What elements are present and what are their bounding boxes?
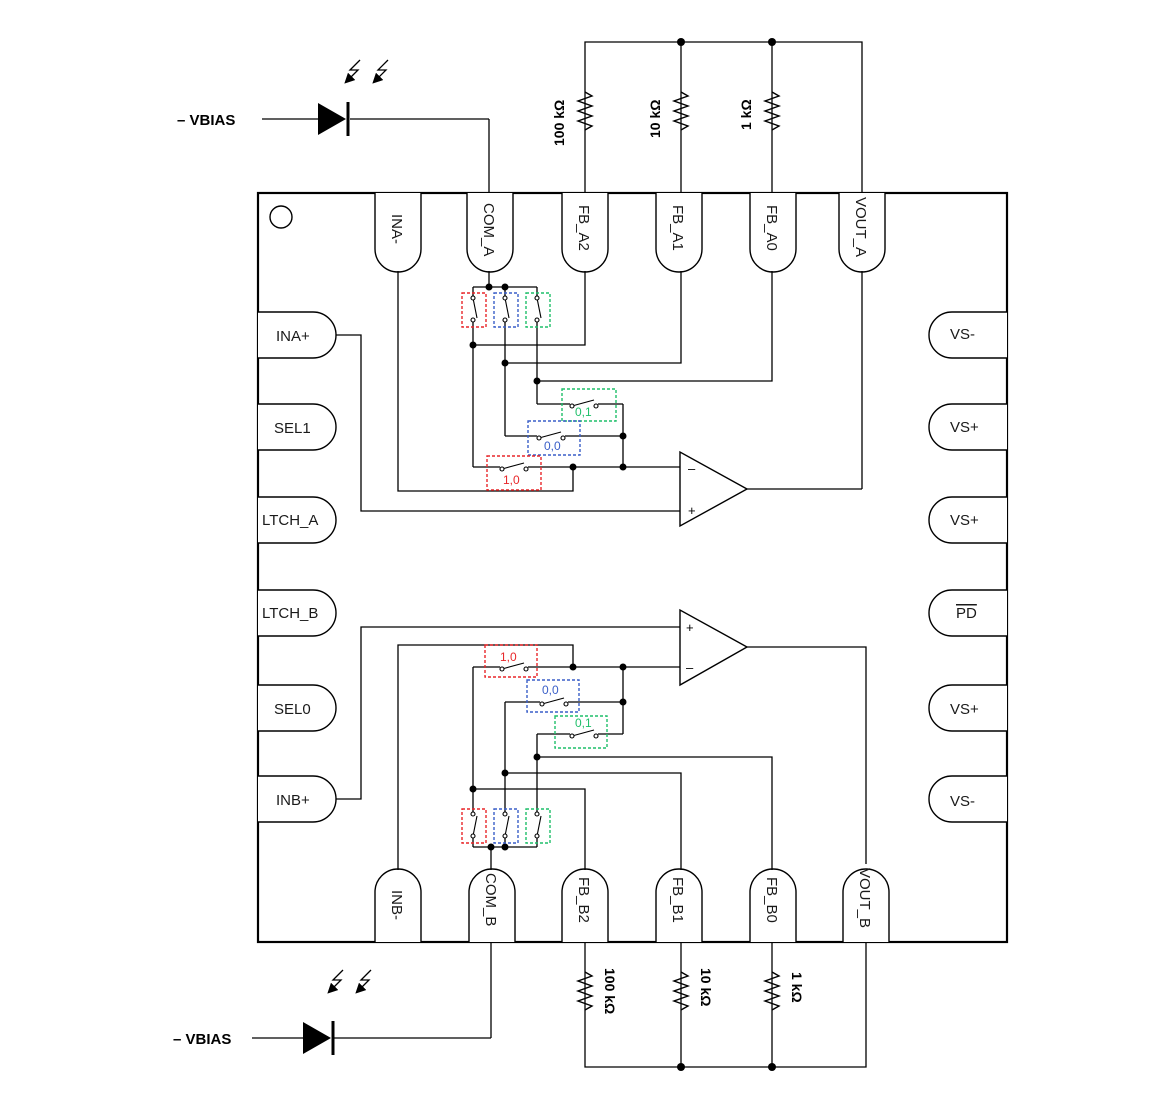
pin-label-vs-minus: VS- [950, 793, 975, 810]
channel-a-circuit: – + [336, 271, 863, 528]
pin-label-pd: PD [956, 605, 977, 622]
code-label: 1,0 [500, 650, 517, 664]
resistor-10k-top [671, 91, 691, 131]
pin-label-ltch-b: LTCH_B [262, 605, 318, 622]
code-label: 0,0 [542, 683, 559, 697]
switch-box-red [461, 292, 487, 328]
resistor-label: 10 kΩ [647, 100, 663, 138]
resistor-10k-bottom [671, 971, 691, 1011]
pin-label-sel1: SEL1 [274, 420, 311, 437]
pin-label-vout-b: VOUT_B [856, 868, 873, 928]
switch-box-blue [527, 420, 581, 456]
vbias-label-bottom: – VBIAS [173, 1031, 231, 1048]
pin-label-fb-a0: FB_A0 [763, 205, 780, 251]
pin-label-com-b: COM_B [482, 873, 499, 926]
opamp-b-inverting-sign: – [686, 660, 694, 675]
pin-label-inb-minus: INB- [388, 890, 405, 920]
top-feedback-network: 100 kΩ 10 kΩ 1 kΩ [551, 38, 863, 193]
pin-label-fb-a2: FB_A2 [575, 205, 592, 251]
resistor-label: 10 kΩ [698, 968, 714, 1006]
code-label: 0,1 [575, 405, 592, 419]
switch-box-red [484, 644, 538, 678]
pin-label-ina-plus: INA+ [276, 328, 310, 345]
switch-box-green [561, 388, 617, 422]
resistor-100k-top [575, 91, 595, 131]
pin-label-fb-b1: FB_B1 [669, 877, 686, 923]
opamp-b [679, 608, 749, 687]
pin-label-vs-plus: VS+ [950, 701, 979, 718]
pin-label-com-a: COM_A [480, 203, 497, 256]
photodiode-top [262, 59, 490, 193]
resistor-100k-bottom [575, 971, 595, 1011]
switch-box-red [486, 455, 542, 491]
pin-label-vout-a: VOUT_A [852, 197, 869, 257]
pin-label-vs-plus: VS+ [950, 512, 979, 529]
opamp-a-inverting-sign: – [688, 461, 696, 476]
resistor-1k-top [762, 91, 782, 131]
photodiode-bottom [252, 942, 492, 1055]
resistor-1k-bottom [762, 971, 782, 1011]
channel-b-circuit: + – [336, 608, 867, 870]
opamp-a [679, 450, 749, 528]
vbias-label-top: – VBIAS [177, 112, 235, 129]
code-label: 1,0 [503, 473, 520, 487]
chip-body [256, 191, 1009, 944]
switch-box-blue [493, 292, 519, 328]
pin-label-ltch-a: LTCH_A [262, 512, 318, 529]
switch-box-green [554, 715, 608, 749]
code-label: 0,1 [575, 716, 592, 730]
resistor-label: 1 kΩ [789, 972, 805, 1003]
switch-box-blue [493, 808, 519, 844]
pin1-indicator [269, 205, 293, 229]
switch-box-green [525, 808, 551, 844]
pin-label-sel0: SEL0 [274, 701, 311, 718]
resistor-label: 1 kΩ [738, 99, 754, 130]
resistor-label: 100 kΩ [551, 100, 567, 146]
switch-box-red [461, 808, 487, 844]
left-pins: INA+ SEL1 LTCH_A LTCH_B SEL0 INB+ [258, 311, 337, 823]
pin-label-fb-b2: FB_B2 [575, 877, 592, 923]
pin-label-vs-minus: VS- [950, 326, 975, 343]
opamp-a-noninverting-sign: + [688, 503, 696, 518]
bottom-feedback-network: 100 kΩ 10 kΩ 1 kΩ [575, 942, 867, 1071]
pin-label-ina-minus: INA- [388, 214, 405, 244]
pin-label-vs-plus: VS+ [950, 419, 979, 436]
pin-label-fb-a1: FB_A1 [669, 205, 686, 251]
switch-box-blue [526, 679, 580, 713]
opamp-b-noninverting-sign: + [686, 620, 694, 635]
pin-label-fb-b0: FB_B0 [763, 877, 780, 923]
right-pins: VS- VS+ VS+ PD VS+ VS- [928, 311, 1007, 823]
switch-box-green [525, 292, 551, 328]
code-label: 0,0 [544, 439, 561, 453]
top-pins: INA- COM_A FB_A2 FB_A1 FB_A0 VOUT_A [374, 193, 886, 273]
resistor-label: 100 kΩ [602, 968, 618, 1014]
bottom-pins: INB- COM_B FB_B2 FB_B1 FB_B0 VOUT_B [374, 868, 890, 942]
pin-label-inb-plus: INB+ [276, 792, 310, 809]
